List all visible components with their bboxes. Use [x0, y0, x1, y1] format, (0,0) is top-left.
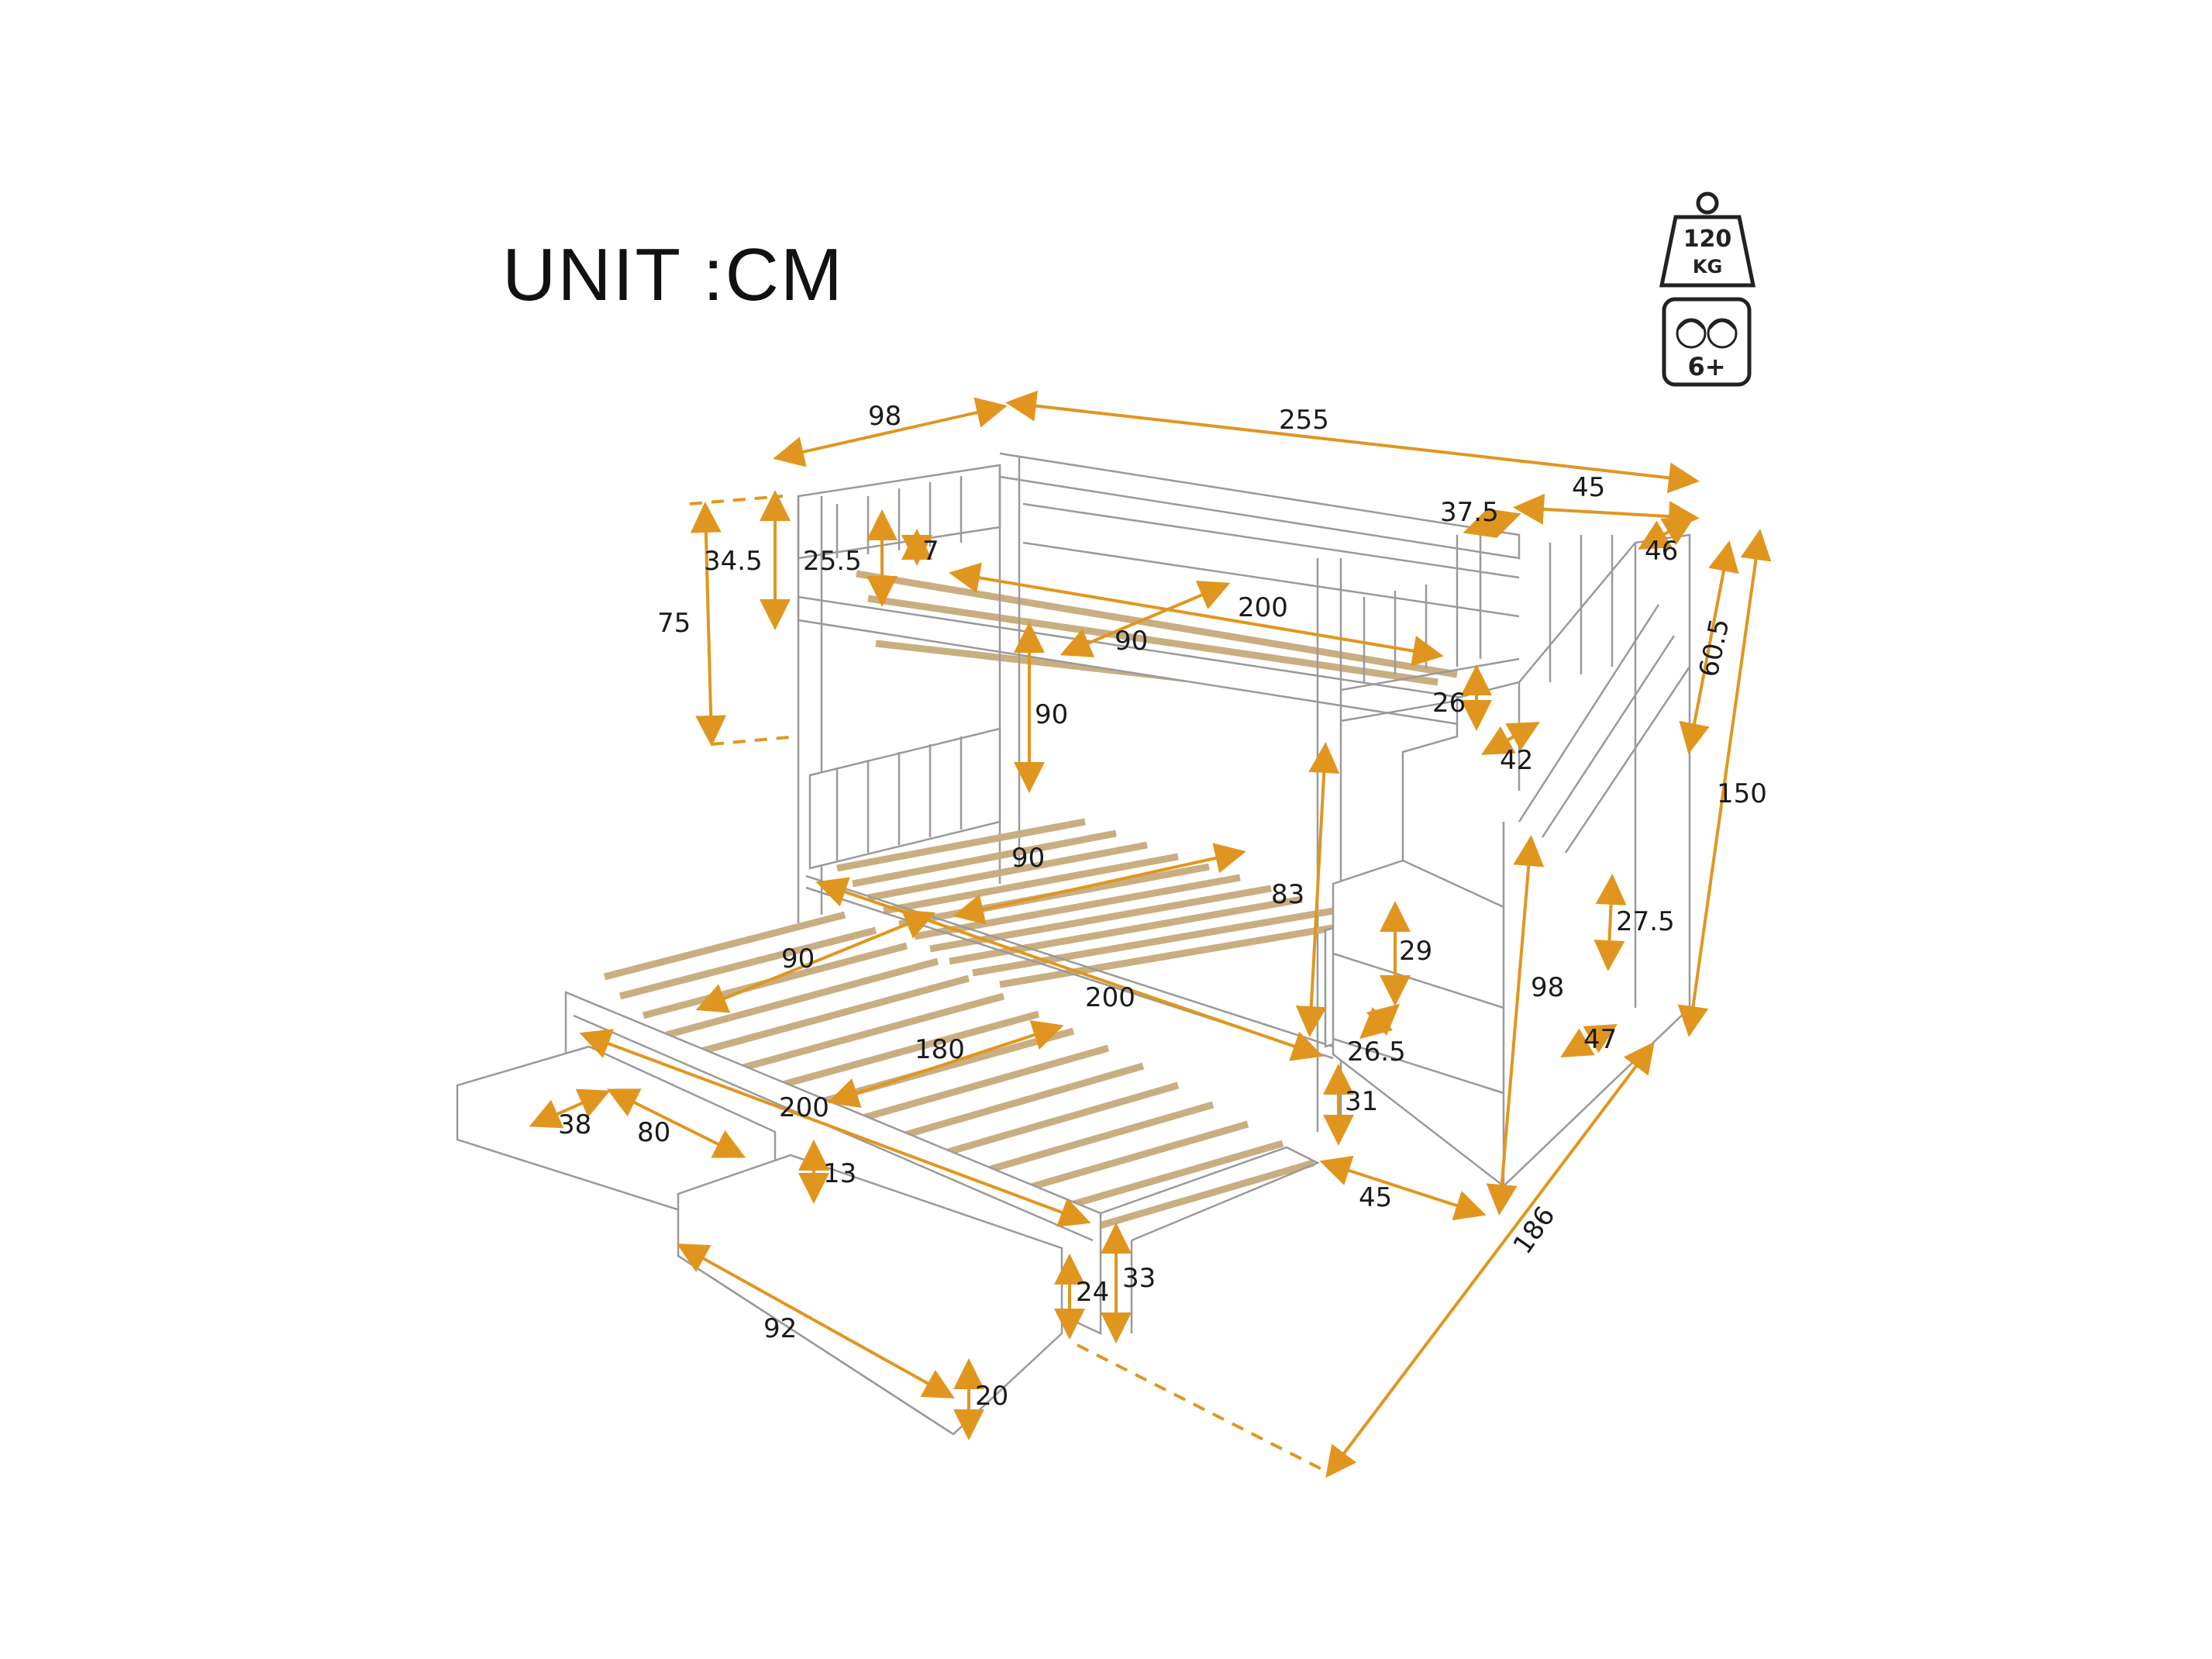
dim-overall-length: 255	[1279, 405, 1329, 436]
bed-frame	[456, 452, 1691, 1436]
dim-lower-back-width: 90	[1011, 843, 1045, 874]
dim-trundle-width: 180	[915, 1034, 965, 1065]
dim-drawer-height-2: 20	[975, 1381, 1008, 1412]
dim-drawer-width: 38	[558, 1109, 591, 1140]
children-age-icon: 6+	[1662, 297, 1752, 387]
dim-drawer-height-1: 13	[823, 1158, 856, 1189]
dim-upper-end-gap: 26	[1432, 688, 1466, 719]
weight-value: 120	[1683, 226, 1732, 253]
dim-stair-top-step: 46	[1645, 536, 1678, 567]
dim-stair-width: 45	[1359, 1182, 1392, 1213]
age-value: 6+	[1687, 352, 1725, 381]
dim-lower-length: 200	[1085, 982, 1135, 1013]
dim-overall-depth: 186	[1507, 1201, 1562, 1260]
dim-step-depth-1: 42	[1500, 745, 1533, 776]
dim-trundle-height: 33	[1122, 1263, 1156, 1294]
dim-stair-gap: 37.5	[1440, 497, 1499, 528]
dim-upper-rail-height: 25.5	[803, 546, 862, 577]
dim-lower-front-width: 90	[781, 943, 815, 974]
dim-drawer-front: 24	[1076, 1277, 1109, 1308]
dim-lower-headroom: 83	[1271, 879, 1304, 910]
dim-drawer-length-2: 92	[763, 1313, 797, 1344]
dim-stair-depth-top: 45	[1572, 472, 1605, 503]
weight-icon: 120 KG	[1659, 191, 1756, 288]
dim-upper-mattress-length: 200	[1238, 592, 1288, 623]
dim-upper-side-height: 75	[657, 608, 691, 639]
dim-top-depth: 98	[868, 401, 901, 432]
dim-stair-rail-height: 60.5	[1693, 616, 1736, 680]
dim-bottom-step-height: 31	[1345, 1086, 1378, 1117]
dim-trundle-length: 200	[779, 1092, 829, 1123]
dim-step-depth-2: 47	[1583, 1024, 1617, 1055]
dim-upper-rail-gap: 7	[922, 536, 939, 567]
dim-upper-mattress-width: 90	[1115, 626, 1148, 657]
dim-step-gap: 26.5	[1347, 1036, 1406, 1067]
dim-lower-clearance: 90	[1035, 699, 1068, 730]
unit-title: UNIT :CM	[502, 233, 844, 316]
dim-stair-height: 98	[1531, 972, 1564, 1003]
dim-upper-front-height: 34.5	[704, 546, 763, 577]
dim-drawer-length-1: 80	[637, 1117, 670, 1148]
weight-unit: KG	[1693, 256, 1722, 278]
dimension-lines	[529, 390, 1772, 1478]
dim-lower-guard-height: 29	[1399, 936, 1432, 967]
dim-overall-height: 150	[1717, 778, 1767, 809]
dimension-labels: 98 255 45 37.5 46 34.5 25.5 7 200 90 75 …	[558, 401, 1767, 1412]
dim-step-height: 27.5	[1616, 906, 1675, 937]
